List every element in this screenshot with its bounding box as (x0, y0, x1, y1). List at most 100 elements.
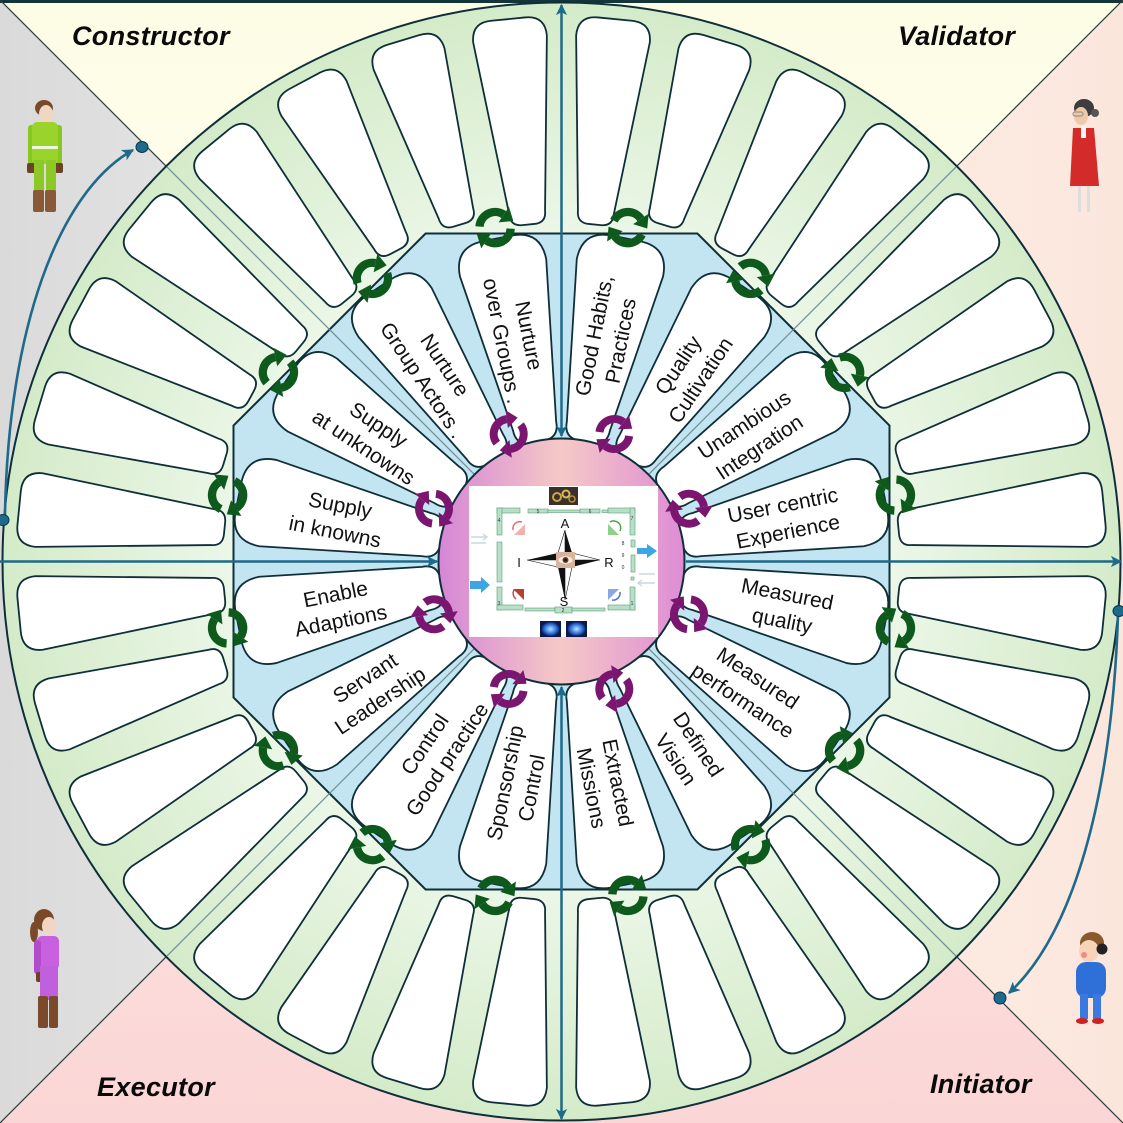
diagonal-guide-line (166, 648, 475, 957)
brain-thumbnail (566, 621, 587, 637)
diagonal-guide-line (648, 166, 957, 475)
outer-slot (894, 371, 1091, 475)
connector-dot (1112, 605, 1123, 617)
outer-slot (714, 68, 846, 257)
frame-number: 4 (498, 518, 501, 524)
frame-segment (630, 576, 635, 581)
diagonal-guide-line (166, 166, 475, 475)
inner-petal: User centricExperience (678, 458, 890, 558)
outer-slot (648, 32, 752, 229)
connector-dot (0, 514, 10, 526)
outer-slot (815, 765, 1001, 930)
outer-slot (765, 815, 930, 1001)
frame-number: 7 (631, 516, 634, 522)
outer-slot (122, 765, 308, 930)
curved-arrow-executor-to-constructor (3, 148, 135, 516)
outer-slot (896, 575, 1107, 651)
outer-slot (575, 896, 651, 1107)
inner-petal: Supplyin knowns (233, 458, 445, 558)
outer-slot (32, 648, 229, 752)
outer-slot (894, 648, 1091, 752)
outer-slot (472, 896, 548, 1107)
compass-west-label: I (517, 555, 521, 570)
compass-south-label: S (560, 594, 569, 609)
frame-segment (629, 507, 636, 536)
outer-slot (16, 575, 227, 651)
outer-slot (714, 866, 846, 1055)
frame-segment (630, 554, 636, 573)
frame-segment (496, 541, 503, 583)
gears-thumbnail (549, 487, 578, 505)
handoff-arrows (0, 141, 1123, 1005)
arrow-right-icon (470, 577, 490, 593)
role-label-validator: Validator (898, 21, 1016, 51)
outer-slot (193, 815, 358, 1001)
constructor-figure (27, 100, 63, 212)
compass-east-label: R (604, 555, 613, 570)
frame-segment (496, 507, 503, 536)
ring-diagonals (166, 166, 957, 957)
inner-petal: Good Habits,Practices (565, 233, 665, 445)
frame-segment (630, 539, 636, 548)
frame-number: 6 (589, 509, 592, 515)
outer-slot (371, 894, 475, 1091)
frame-segment (601, 509, 609, 513)
outer-slot (648, 894, 752, 1091)
validator-figure (1070, 99, 1099, 212)
outer-slot (32, 371, 229, 475)
mini-cycle-icon-green (608, 520, 622, 535)
frame-segment (571, 607, 606, 612)
inner-petal: Measuredquality (678, 565, 890, 665)
curved-arrow-validator-to-initiator (1008, 614, 1120, 994)
output-arrows (636, 544, 657, 587)
outer-slot (16, 472, 227, 548)
frame-number: 8 (622, 541, 625, 547)
outer-slot (815, 193, 1001, 358)
frame-number: 5 (537, 509, 540, 515)
connector-dot (993, 991, 1007, 1005)
connector-dot (135, 141, 149, 153)
input-arrows (470, 533, 490, 593)
frame-segment (579, 508, 601, 514)
outer-slot (472, 16, 548, 227)
frame-segment (496, 604, 524, 611)
frame-numbers: 1 2 3 4 5 6 7 8 9 0 (498, 509, 634, 614)
diagonal-guide-line (648, 648, 957, 957)
role-label-constructor: Constructor (72, 21, 230, 51)
frame-number: 9 (622, 553, 625, 559)
outer-slot (866, 277, 1055, 409)
frame-segment (547, 509, 581, 513)
axes (0, 3, 1123, 1121)
frame-number: 1 (631, 601, 634, 607)
inner-petal: ExtractedMissions (565, 678, 665, 890)
outer-slot (122, 193, 308, 358)
outer-slot (68, 277, 257, 409)
initiator-figure (1076, 932, 1108, 1024)
arrow-right-icon (637, 544, 657, 558)
compass-north-label: A (561, 516, 570, 531)
outer-slot (68, 714, 257, 846)
frame-segment (524, 607, 556, 612)
inner-petal: Nurtureover Groups . (458, 233, 558, 445)
outer-slots (16, 16, 1107, 1107)
eye-image (556, 552, 575, 568)
outer-slot (866, 714, 1055, 846)
outer-slot (575, 16, 651, 227)
brain-thumbnail (540, 621, 561, 637)
outer-slot (277, 866, 409, 1055)
center-hub: 1 2 3 4 5 6 7 8 9 0 (437, 437, 686, 686)
mini-cycle-icon-red (512, 589, 524, 600)
frame-segment (629, 586, 636, 611)
frame-number: 3 (498, 601, 501, 607)
role-label-executor: Executor (97, 1072, 215, 1102)
executor-figure (30, 909, 59, 1028)
mini-cycle-icon-blue (608, 589, 621, 601)
outer-slot (277, 68, 409, 257)
outer-slot (193, 122, 358, 308)
role-label-initiator: Initiator (930, 1069, 1032, 1099)
outer-slot (371, 32, 475, 229)
process-frame (496, 507, 636, 614)
mini-cycle-icon-pink (512, 520, 525, 535)
outer-slot (765, 122, 930, 308)
